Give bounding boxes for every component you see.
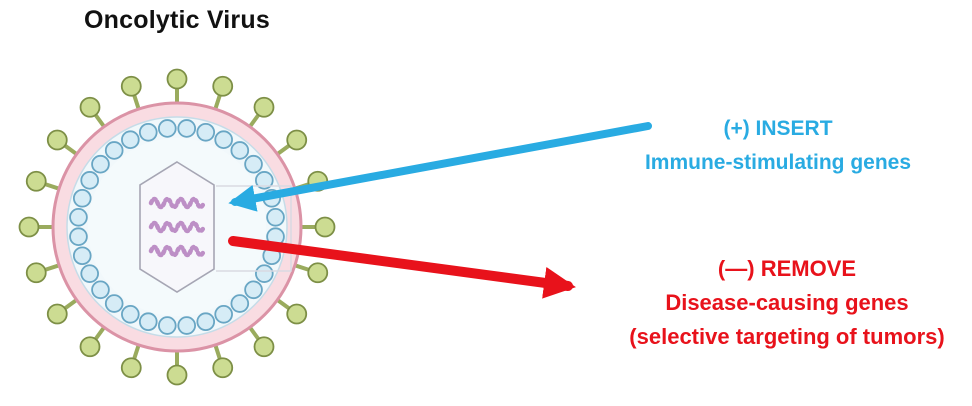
capsid-bead [244,154,263,174]
capsid-bead [104,141,124,160]
spike-head [79,336,101,358]
remove-arrow [228,236,576,299]
virus-illustration [18,68,336,386]
spike-head [120,357,142,379]
spike-head [79,96,101,118]
capsid-bead [230,141,250,160]
capsid-bead [230,294,250,313]
spike-head [120,75,142,97]
spike-head [46,303,68,325]
capsid-bead [157,119,177,138]
spike-head [286,303,308,325]
genome-coil [148,244,207,258]
spike-head [166,68,188,90]
spike-head [314,216,336,238]
capsid-bead [177,119,197,138]
capsid-bead [196,312,216,332]
remove-annotation: (—) REMOVE Disease-causing genes (select… [629,252,944,354]
capsid-bead-ring [69,119,285,335]
capsid-bead [255,264,274,283]
capsid-bead [214,130,233,149]
insert-line1: (+) INSERT [723,117,833,140]
remove-line1: (—) REMOVE [717,256,857,281]
capsid-bead [69,207,88,227]
spike-head [307,262,329,284]
genome-coil [148,196,207,210]
insert-line2: Immune-stimulating genes [644,151,912,174]
capsid-bead [138,122,158,142]
spike-head [253,96,275,118]
capsid-bead [72,246,92,266]
capsid-bead [69,227,88,247]
capsid-bead [121,130,140,149]
spike-head [212,357,234,379]
spike-head [18,216,40,238]
insert-arrow [228,122,652,212]
capsid-bead [72,188,92,208]
capsid-bead [244,280,263,300]
spike-head [46,129,68,151]
capsid-bead [91,154,110,174]
capsid-bead [266,207,285,227]
insert-annotation: (+) INSERT Immune-stimulating genes [645,112,911,180]
spike-head [25,262,47,284]
remove-line3: (selective targeting of tumors) [629,324,945,349]
spike-head [25,170,47,192]
capsid-bead [80,171,99,190]
capsid-bead [157,316,177,335]
capsid-bead [121,305,140,324]
capsid-bead [80,264,99,283]
remove-line2: Disease-causing genes [665,290,909,315]
spike-head [212,75,234,97]
genome-coil [148,220,207,234]
capsid-bead [138,312,158,332]
spike-head [253,336,275,358]
spike-head [286,129,308,151]
capsid-bead [91,280,110,300]
capsid-bead [177,316,197,335]
capsid-bead [255,171,274,190]
capsid-bead [196,122,216,142]
viral-genome-coils [148,196,207,258]
capsid-bead [104,294,124,313]
page-title: Oncolytic Virus [84,6,270,34]
spike-head [166,364,188,386]
capsid-bead [214,305,233,324]
